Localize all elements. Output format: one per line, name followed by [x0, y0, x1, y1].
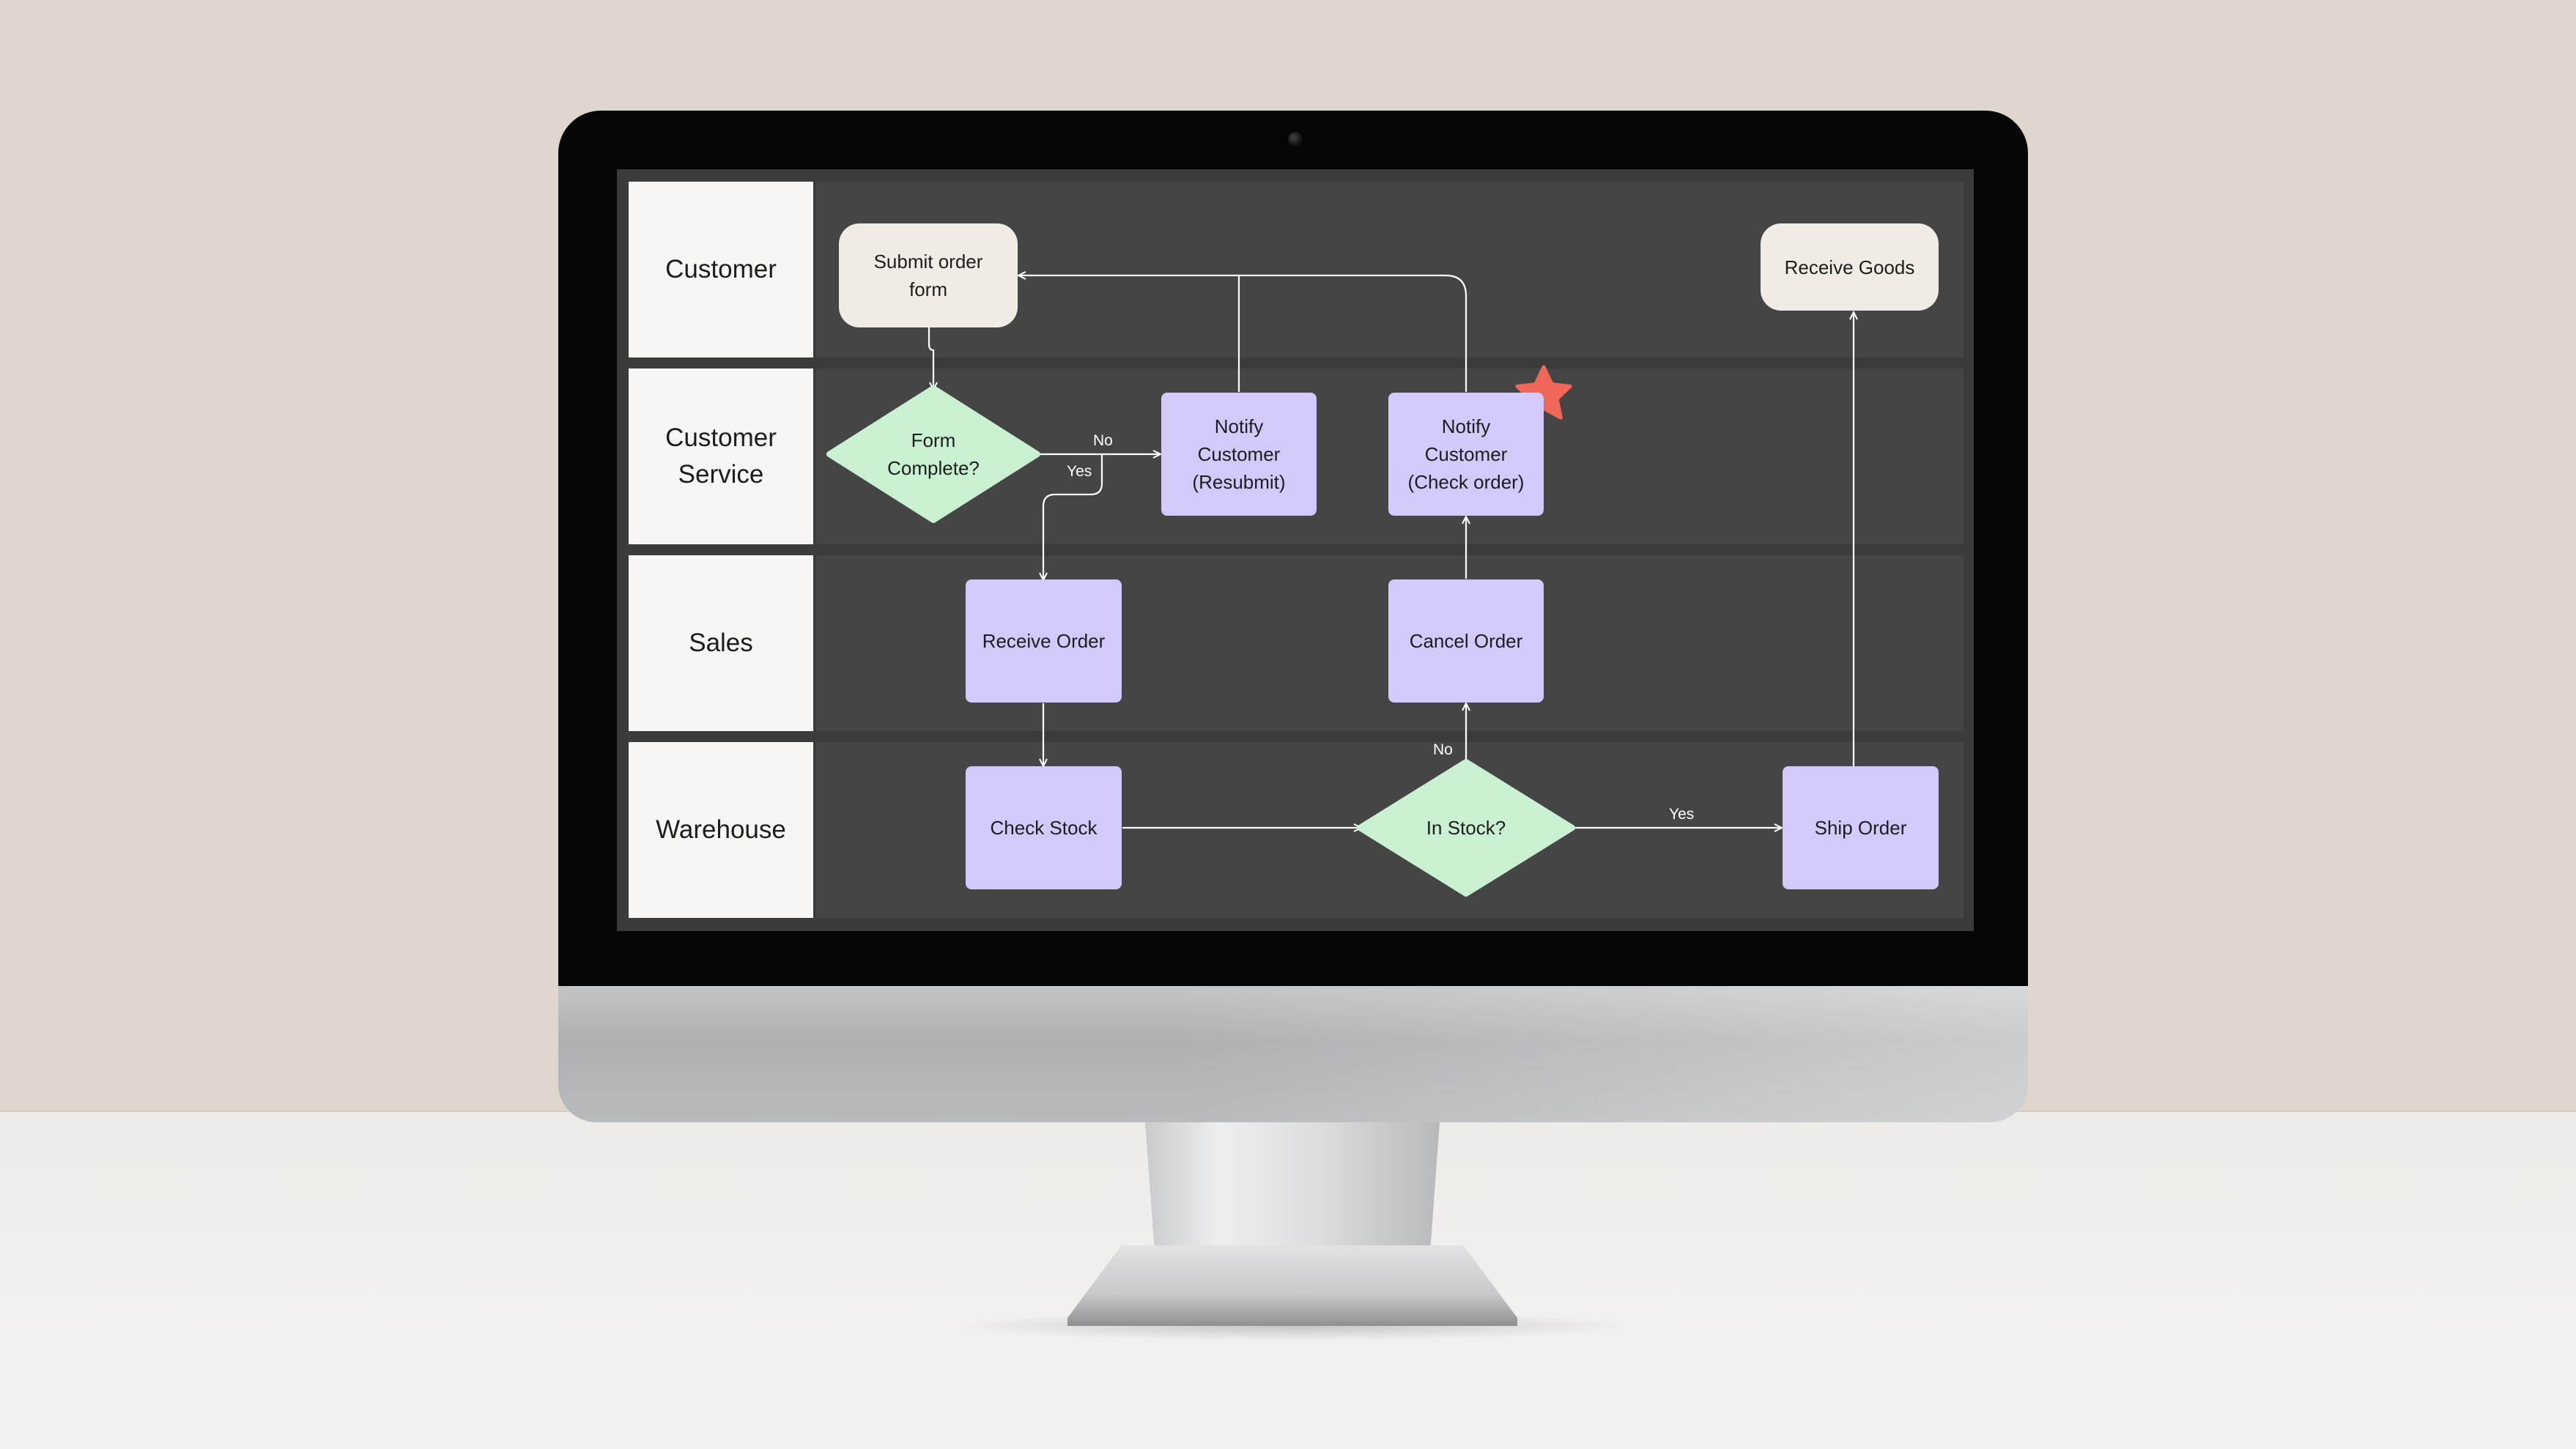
node-receive-order[interactable]: Receive Order — [966, 579, 1122, 703]
monitor-chin-highlight — [1172, 986, 2028, 1122]
edge-label-stock-no: No — [1433, 741, 1453, 758]
node-notify-resubmit[interactable]: Notify Customer (Resubmit) — [1161, 393, 1317, 516]
node-submit-order-form[interactable]: Submit order form — [839, 223, 1018, 327]
edge-notify-check-to-submit — [1018, 275, 1467, 392]
node-in-stock[interactable]: In Stock? — [1426, 817, 1506, 839]
decision-in-stock-shape — [1357, 759, 1575, 897]
node-receive-goods[interactable]: Receive Goods — [1761, 223, 1939, 311]
decision-form-complete-shape — [826, 385, 1040, 523]
node-form-complete[interactable]: Form Complete? — [887, 429, 980, 479]
edge-submit-to-form-complete — [928, 327, 933, 390]
node-check-stock[interactable]: Check Stock — [966, 766, 1122, 889]
edge-label-form-yes: Yes — [1067, 463, 1092, 480]
lane-label-customer-service: Customer Service — [629, 368, 813, 544]
edge-label-form-no: No — [1093, 432, 1113, 449]
camera-icon — [1288, 132, 1303, 147]
edge-label-stock-yes: Yes — [1669, 806, 1695, 823]
lane-label-sales: Sales — [629, 555, 813, 731]
lane-label-warehouse: Warehouse — [629, 742, 813, 918]
edge-form-yes-to-receive-order — [1043, 454, 1103, 580]
monitor-stand-foot — [1067, 1245, 1517, 1326]
lane-label-customer: Customer — [629, 182, 813, 357]
node-notify-check-order[interactable]: Notify Customer (Check order) — [1388, 393, 1544, 516]
node-cancel-order[interactable]: Cancel Order — [1388, 579, 1544, 703]
monitor-chin — [558, 986, 2028, 1122]
node-ship-order[interactable]: Ship Order — [1783, 766, 1939, 889]
